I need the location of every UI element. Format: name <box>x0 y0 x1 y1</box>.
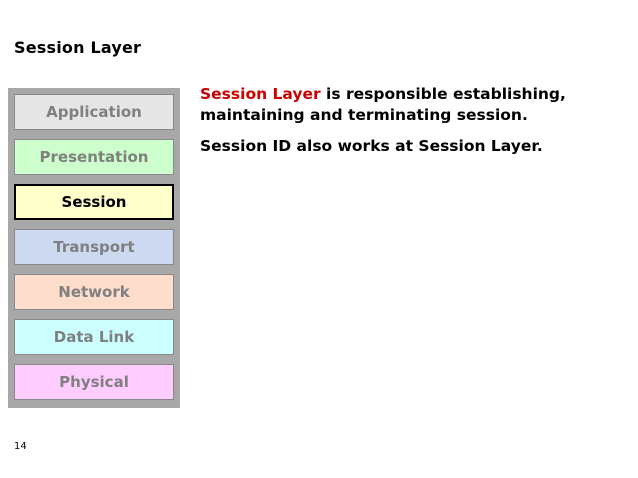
osi-layer-label: Application <box>46 103 142 121</box>
osi-layer-physical: Physical <box>14 364 174 400</box>
paragraph-session-responsibility: Session Layer is responsible establishin… <box>200 84 620 125</box>
osi-layer-application: Application <box>14 94 174 130</box>
page-title: Session Layer <box>14 38 142 57</box>
osi-layer-label: Network <box>58 283 130 301</box>
paragraph-session-id: Session ID also works at Session Layer. <box>200 137 543 156</box>
page-number: 14 <box>14 441 27 452</box>
osi-layer-transport: Transport <box>14 229 174 265</box>
osi-layer-label: Session <box>61 193 127 211</box>
accent-term-session-layer: Session Layer <box>200 85 321 103</box>
content-column: Session Layer is responsible establishin… <box>200 84 620 168</box>
osi-layer-label: Physical <box>59 373 129 391</box>
osi-layer-session: Session <box>14 184 174 220</box>
osi-layer-data-link: Data Link <box>14 319 174 355</box>
osi-layer-label: Data Link <box>53 328 135 346</box>
osi-layer-label: Presentation <box>39 148 149 166</box>
osi-layer-network: Network <box>14 274 174 310</box>
osi-layer-presentation: Presentation <box>14 139 174 175</box>
osi-layer-label: Transport <box>53 238 135 256</box>
paragraph-1-rest: is responsible establishing, maintaining… <box>200 85 566 124</box>
